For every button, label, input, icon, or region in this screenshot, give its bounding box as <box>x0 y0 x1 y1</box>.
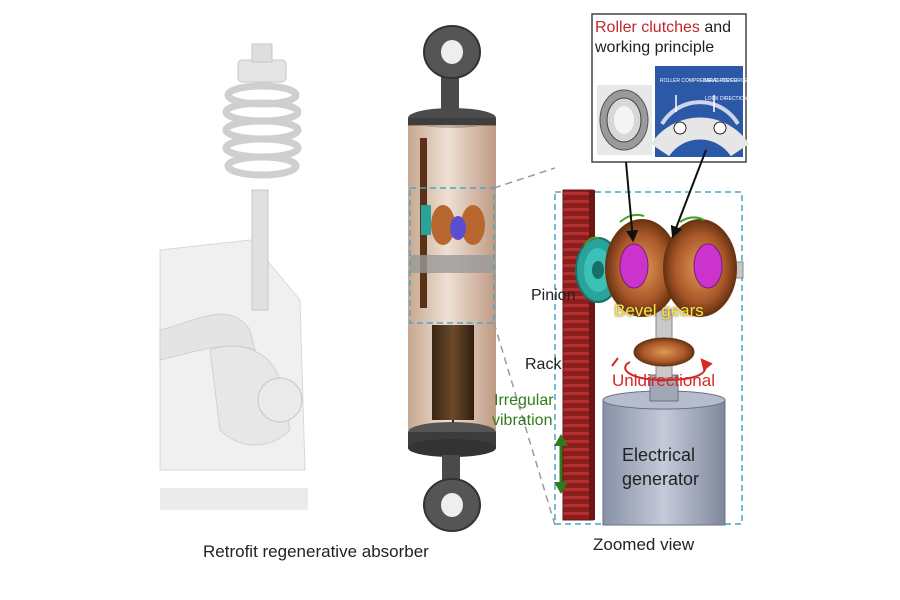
roller-clutch-inset: ROLLER COMPRESSIVE FORCE PARASITIC FORCE… <box>591 13 750 163</box>
electrical-label: Electrical <box>622 445 696 465</box>
rotation-arrows-green <box>584 213 705 247</box>
generator-label: generator <box>622 469 700 489</box>
inner-pinion <box>421 205 431 235</box>
unidirectional-arrow <box>611 357 713 382</box>
strut-rod <box>251 189 269 311</box>
irregular-label: Irregular <box>494 392 554 409</box>
vibration-arrow <box>554 434 568 494</box>
output-bevel-gear <box>633 337 695 367</box>
inner-clutch <box>450 216 466 240</box>
unidirectional-label: Unidirectional <box>612 371 715 390</box>
clutch-label-lock-direction: LOCK DIRECTION <box>705 96 748 102</box>
inset-leader-arrows <box>625 149 707 243</box>
zoom-projection-lines <box>493 167 556 526</box>
road-shadow <box>160 488 308 510</box>
retrofit-absorber <box>408 25 496 532</box>
roller-clutches-heading: Roller clutches and working principle <box>595 18 731 58</box>
caption-retrofit-absorber: Retrofit regenerative absorber <box>203 542 429 561</box>
knuckle <box>209 345 291 446</box>
roller-clutch-left <box>619 243 649 289</box>
bottom-eye-stem <box>442 455 460 485</box>
bottom-eye-hole <box>441 493 463 517</box>
highlight-box <box>409 187 495 324</box>
pinion-label: Pinion <box>531 287 576 304</box>
strut-cap <box>251 43 273 63</box>
inner-generator <box>432 325 474 420</box>
roller-clutch-photo <box>597 85 652 155</box>
coil-spring <box>222 82 302 179</box>
car-suspension-illustration <box>159 43 308 510</box>
bevel-gear-right <box>663 219 737 317</box>
roller-clutch-right <box>693 243 723 289</box>
vibration-label: vibration <box>492 412 553 429</box>
inner-bevel-gear-right <box>461 205 485 245</box>
control-arm <box>159 313 256 361</box>
clutch-label-parasitic-force: PARASITIC FORCE <box>703 78 749 84</box>
roller-and-label: and <box>699 19 732 36</box>
roller-clutches-label: Roller clutches <box>595 19 700 36</box>
bevel-gear-left <box>605 219 679 317</box>
inner-bevel-gear-left <box>431 205 455 245</box>
clutch-label-roller-force: ROLLER COMPRESSIVE FORCE <box>660 78 738 84</box>
electrical-generator <box>602 374 726 526</box>
caption-zoomed-view: Zoomed view <box>593 535 695 554</box>
top-eye-hole <box>441 40 463 64</box>
bevel-gears-label: Bevel gears <box>614 301 704 320</box>
clutch-working-principle-diagram: ROLLER COMPRESSIVE FORCE PARASITIC FORCE… <box>650 66 750 157</box>
rack-label: Rack <box>525 356 562 373</box>
working-principle-label: working principle <box>595 39 715 56</box>
gear-support-plate <box>410 255 494 273</box>
strut-top-mount <box>237 59 287 83</box>
wheel-hub <box>257 377 303 423</box>
top-eye-stem <box>441 75 459 115</box>
